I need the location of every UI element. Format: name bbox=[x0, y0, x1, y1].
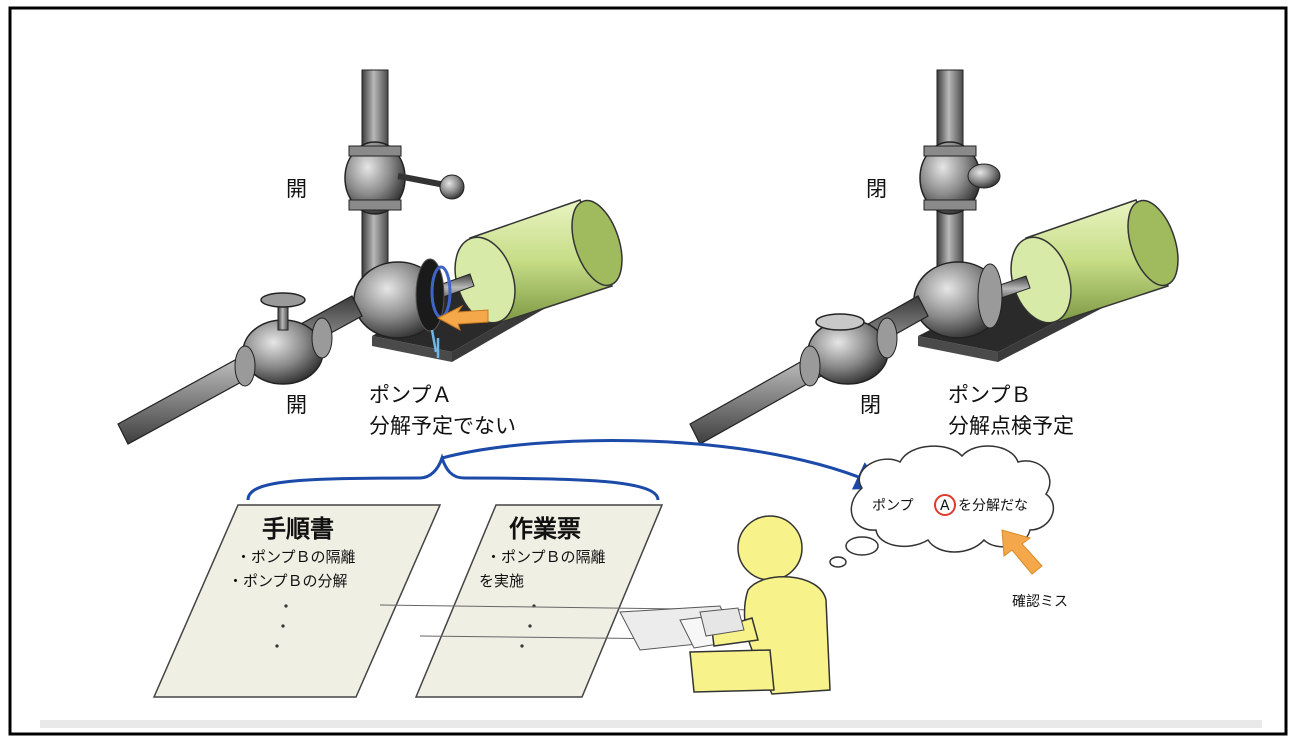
worker-figure bbox=[379, 515, 831, 695]
frame-border bbox=[8, 6, 1288, 736]
link-arrow bbox=[441, 438, 886, 490]
thought-text-suffix: を分解だな bbox=[958, 498, 1028, 514]
work-ticket-ellipsis bbox=[520, 604, 536, 648]
document-group-brace bbox=[246, 453, 660, 501]
pump-b-motor bbox=[1010, 199, 1179, 324]
procedure-line-2: ・ポンプＢの分解 bbox=[228, 572, 348, 590]
pump-b-bottom-valve bbox=[799, 313, 898, 387]
procedure-ellipsis bbox=[275, 604, 288, 648]
pump-a-motor bbox=[454, 199, 623, 324]
work-ticket-line-2: を実施 bbox=[479, 572, 524, 590]
pump-a-top-valve-state: 開 bbox=[286, 177, 307, 201]
error-label: 確認ミス bbox=[1012, 594, 1068, 610]
pump-a-bottom-valve bbox=[234, 292, 333, 387]
leak-water-icon bbox=[430, 329, 440, 358]
error-pointer-icon bbox=[1001, 529, 1043, 575]
pump-b-bottom-valve-state: 閉 bbox=[860, 393, 881, 417]
pump-a-top-valve bbox=[344, 141, 465, 215]
pump-b-title: ポンプＢ bbox=[948, 383, 1031, 407]
pump-b-casing bbox=[913, 261, 1003, 339]
work-ticket-title: 作業票 bbox=[509, 515, 581, 543]
worker-head bbox=[737, 515, 803, 581]
pump-b-status: 分解点検予定 bbox=[948, 414, 1074, 438]
pump-a-bottom-valve-state: 開 bbox=[286, 393, 307, 417]
thought-text-circled: A bbox=[940, 498, 950, 514]
work-ticket-document bbox=[414, 504, 664, 698]
work-ticket-line-1: ・ポンプＢの隔離 bbox=[486, 548, 606, 566]
thought-text-prefix: ポンプ bbox=[872, 498, 914, 514]
highlight-circle-icon bbox=[934, 494, 956, 516]
procedure-document-title: 手順書 bbox=[262, 515, 334, 543]
pump-a-title: ポンプＡ bbox=[369, 383, 452, 407]
pump-a-warning-arrow-icon bbox=[436, 304, 489, 332]
procedure-document bbox=[152, 504, 442, 698]
pump-b-illustration bbox=[689, 69, 1179, 445]
pump-b-top-valve bbox=[919, 141, 1001, 215]
pump-a-casing bbox=[353, 258, 452, 339]
pump-a-illustration bbox=[117, 69, 623, 445]
procedure-line-1: ・ポンプＢの隔離 bbox=[236, 548, 356, 566]
pump-b-top-valve-state: 閉 bbox=[866, 177, 887, 201]
frame-base bbox=[40, 720, 1262, 728]
pump-a-status: 分解予定でない bbox=[369, 414, 516, 438]
